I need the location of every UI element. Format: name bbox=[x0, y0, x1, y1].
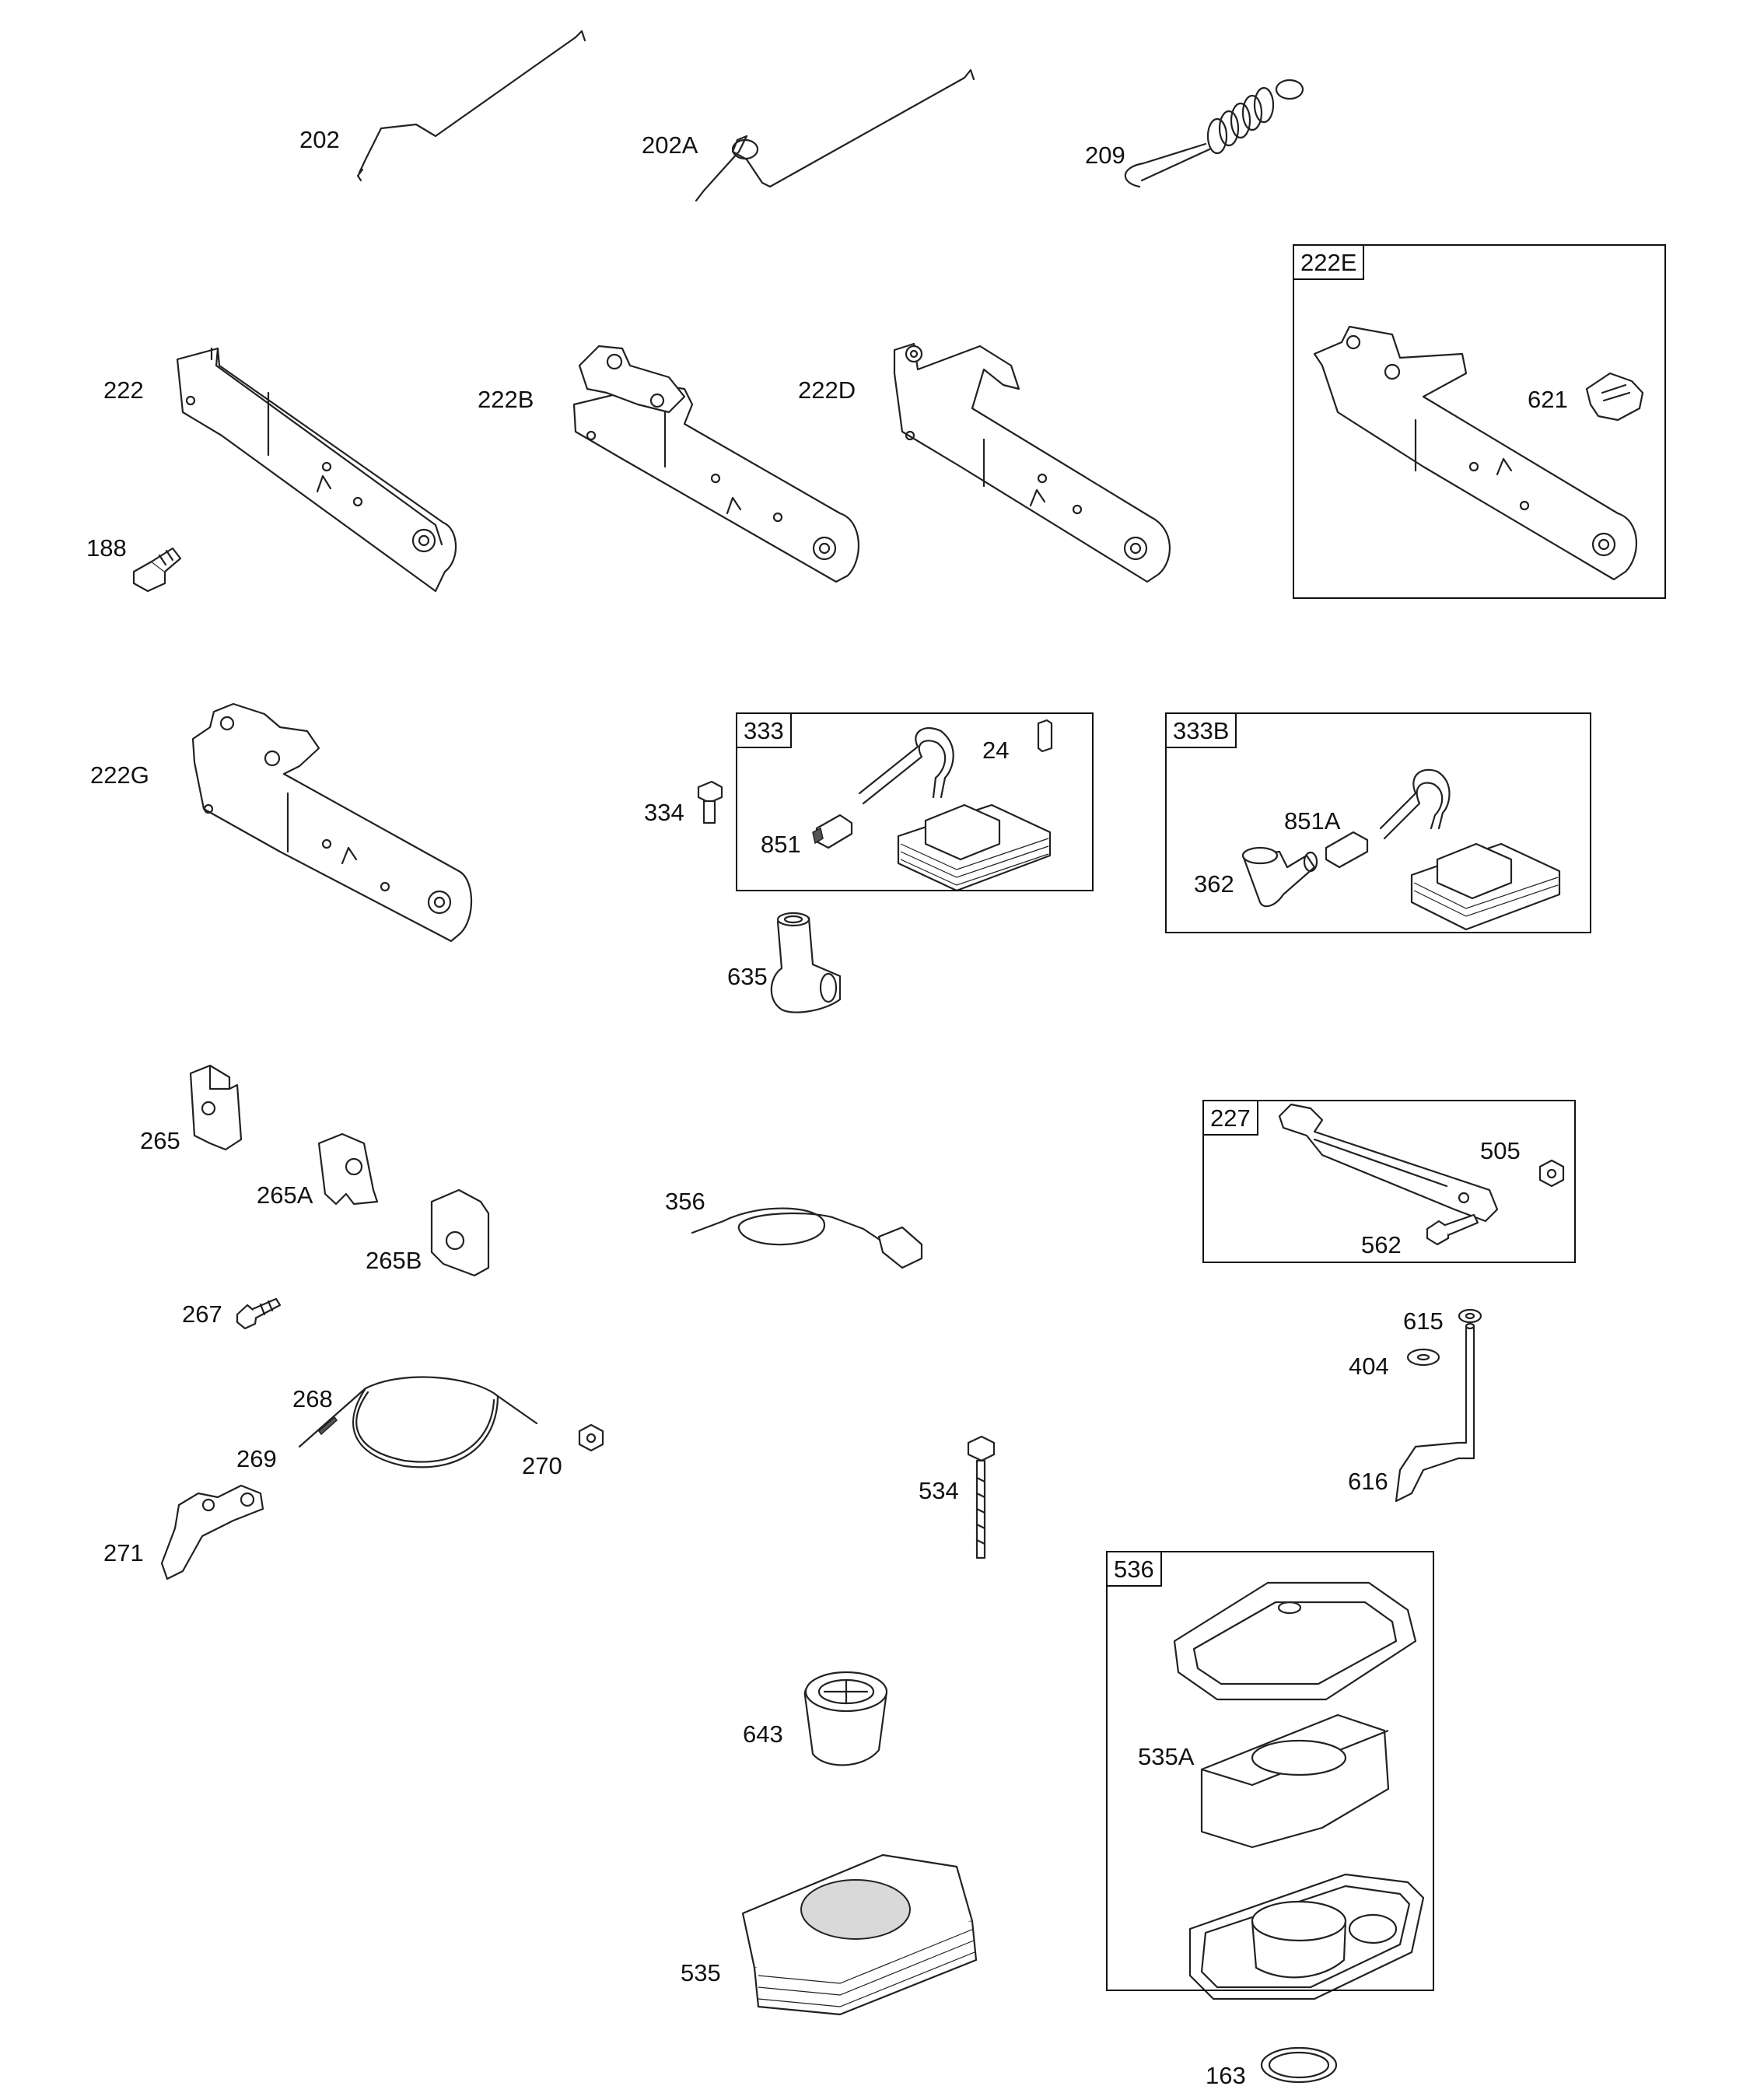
part-615-washer bbox=[1458, 1308, 1482, 1324]
part-362-boot bbox=[1241, 846, 1318, 908]
label-616: 616 bbox=[1348, 1468, 1388, 1495]
part-562-screw bbox=[1426, 1213, 1479, 1246]
part-222B-bracket bbox=[572, 345, 860, 583]
label-265: 265 bbox=[140, 1127, 180, 1154]
part-227-lever bbox=[1278, 1103, 1499, 1223]
part-505-nut bbox=[1538, 1159, 1565, 1188]
part-163-seal bbox=[1260, 2046, 1338, 2084]
kit-label-222E: 222E bbox=[1294, 246, 1365, 280]
kit-label-227: 227 bbox=[1204, 1101, 1258, 1136]
label-222: 222 bbox=[103, 376, 144, 404]
part-24-key bbox=[1037, 719, 1053, 753]
part-202A-link bbox=[695, 68, 975, 202]
kit-box-227 bbox=[1202, 1100, 1576, 1263]
part-536-base bbox=[1188, 1873, 1425, 2000]
label-268: 268 bbox=[292, 1385, 333, 1412]
label-535A: 535A bbox=[1138, 1743, 1195, 1770]
kit-box-222E bbox=[1293, 244, 1666, 599]
part-265-clip bbox=[189, 1064, 243, 1151]
label-188: 188 bbox=[86, 534, 127, 562]
part-271-bracket bbox=[160, 1484, 264, 1580]
label-535: 535 bbox=[681, 1959, 721, 1986]
part-202-link bbox=[356, 30, 586, 182]
label-202: 202 bbox=[299, 126, 340, 153]
part-534-screw bbox=[967, 1435, 996, 1559]
kit-label-536: 536 bbox=[1108, 1552, 1162, 1587]
part-616-shaft bbox=[1395, 1322, 1475, 1503]
label-404: 404 bbox=[1349, 1353, 1389, 1380]
label-643: 643 bbox=[743, 1720, 783, 1748]
label-621: 621 bbox=[1528, 386, 1568, 413]
part-268-cable bbox=[298, 1376, 538, 1468]
part-851A-terminal bbox=[1325, 831, 1369, 869]
part-222G-bracket bbox=[191, 702, 473, 943]
part-536-cover bbox=[1173, 1581, 1417, 1701]
part-635-boot bbox=[770, 912, 842, 1013]
part-334-bolt bbox=[697, 780, 723, 824]
label-271: 271 bbox=[103, 1539, 144, 1566]
part-333-coil bbox=[858, 727, 1052, 892]
label-222B: 222B bbox=[478, 386, 534, 413]
part-404-washer bbox=[1406, 1348, 1440, 1367]
label-267: 267 bbox=[182, 1300, 222, 1328]
kit-box-333 bbox=[736, 712, 1094, 891]
kit-box-536 bbox=[1106, 1551, 1434, 1991]
label-615: 615 bbox=[1403, 1307, 1444, 1335]
kit-label-333: 333 bbox=[737, 714, 792, 748]
label-270: 270 bbox=[522, 1452, 562, 1479]
label-163: 163 bbox=[1206, 2062, 1246, 2089]
label-222G: 222G bbox=[90, 761, 149, 789]
label-362: 362 bbox=[1194, 870, 1234, 898]
part-535-filter bbox=[741, 1853, 978, 2016]
part-851-terminal bbox=[812, 814, 853, 849]
part-535A-foam bbox=[1200, 1713, 1390, 1849]
part-265A-clip bbox=[317, 1132, 379, 1206]
label-265B: 265B bbox=[366, 1247, 422, 1274]
part-621-clip bbox=[1585, 372, 1644, 422]
label-851A: 851A bbox=[1284, 807, 1341, 835]
label-202A: 202A bbox=[642, 131, 698, 159]
label-851: 851 bbox=[761, 831, 801, 858]
part-222D-bracket bbox=[893, 342, 1171, 583]
label-265A: 265A bbox=[257, 1181, 313, 1209]
label-356: 356 bbox=[665, 1188, 705, 1215]
part-356-wire bbox=[691, 1207, 923, 1269]
part-267-screw bbox=[236, 1297, 282, 1330]
part-333B-coil bbox=[1379, 768, 1561, 931]
label-505: 505 bbox=[1480, 1137, 1521, 1164]
part-222-bracket bbox=[176, 347, 457, 593]
label-562: 562 bbox=[1361, 1231, 1402, 1258]
part-222E-bracket bbox=[1313, 325, 1638, 581]
label-269: 269 bbox=[236, 1445, 277, 1472]
part-188-screw bbox=[132, 547, 182, 593]
label-209: 209 bbox=[1085, 142, 1125, 169]
part-643-sleeve bbox=[803, 1671, 888, 1766]
kit-label-333B: 333B bbox=[1167, 714, 1237, 748]
label-334: 334 bbox=[644, 799, 684, 826]
label-222D: 222D bbox=[798, 376, 856, 404]
label-635: 635 bbox=[727, 963, 768, 990]
part-270-nut bbox=[578, 1423, 604, 1452]
part-209-spring bbox=[1124, 79, 1304, 188]
label-24: 24 bbox=[982, 737, 1010, 764]
part-265B-clip bbox=[430, 1188, 490, 1277]
label-534: 534 bbox=[919, 1477, 959, 1504]
kit-box-333B bbox=[1165, 712, 1591, 933]
